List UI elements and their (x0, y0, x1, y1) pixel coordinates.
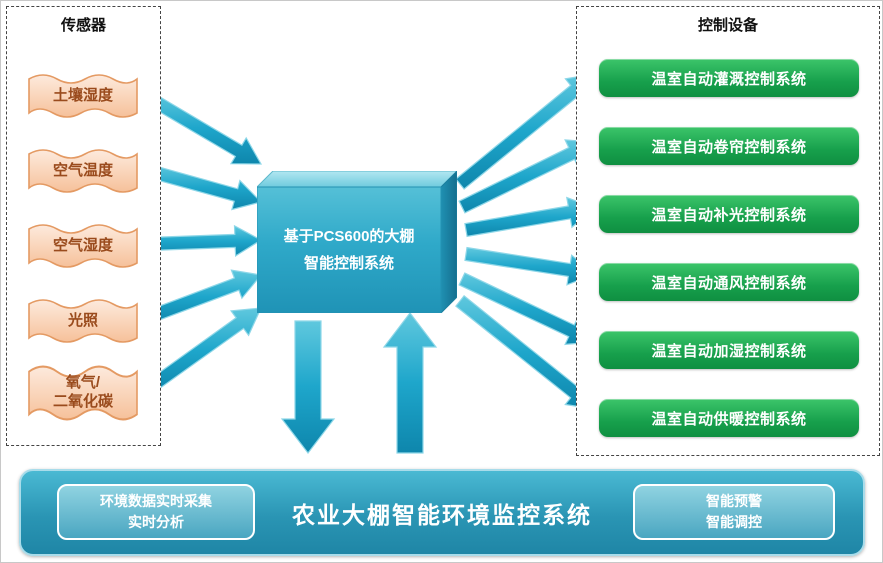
device-label: 温室自动补光控制系统 (651, 206, 807, 224)
controller-label: 基于PCS600的大棚 智能控制系统 (283, 228, 415, 272)
flow-arrow (455, 73, 596, 190)
wave-shape (28, 299, 138, 343)
device-box-irrigation: 温室自动灌溉控制系统 (599, 59, 859, 97)
devices-panel-title: 控制设备 (697, 17, 758, 34)
sensor-label: 光照 (67, 311, 98, 329)
controller-box: 基于PCS600的大棚 智能控制系统 (257, 171, 457, 313)
device-label: 温室自动供暖控制系统 (651, 410, 807, 428)
device-label: 温室自动灌溉控制系统 (651, 70, 807, 88)
flow-arrow (148, 224, 263, 257)
flow-arrow (145, 269, 263, 324)
footer-bar: 农业大棚智能环境监控系统 环境数据实时采集 实时分析 智能预警 智能调控 (19, 469, 865, 556)
device-box-humidification: 温室自动加湿控制系统 (599, 331, 859, 369)
flow-arrow (455, 295, 596, 410)
devices-panel: 控制设备 温室自动灌溉控制系统 温室自动卷帘控制系统 温室自动补光控制系统 温室… (576, 6, 880, 456)
footer-title: 农业大棚智能环境监控系统 (292, 501, 592, 528)
device-label: 温室自动加湿控制系统 (651, 342, 807, 360)
wave-shape (28, 224, 138, 268)
sensor-box-light: 光照 (26, 294, 140, 348)
wave-shape (28, 74, 138, 118)
flow-arrow (458, 272, 597, 346)
flow-arrow (458, 139, 597, 214)
flow-arrow (146, 163, 263, 211)
sensor-box-air-temperature: 空气温度 (26, 144, 140, 198)
device-box-shutter: 温室自动卷帘控制系统 (599, 127, 859, 165)
flow-arrow (280, 320, 336, 454)
flow-arrow (144, 307, 262, 395)
device-label: 温室自动通风控制系统 (651, 274, 807, 292)
sensor-label: 空气湿度 (52, 236, 113, 254)
sensors-panel-title: 传感器 (60, 17, 106, 34)
wave-shape (28, 149, 138, 193)
device-box-supplement-light: 温室自动补光控制系统 (599, 195, 859, 233)
sensor-box-soil-moisture: 土壤湿度 (26, 69, 140, 123)
sensor-label: 土壤湿度 (52, 86, 113, 104)
footer-right-badge: 智能预警 智能调控 (633, 484, 835, 540)
footer-left-badge: 环境数据实时采集 实时分析 (57, 484, 255, 540)
sensor-label: 空气温度 (52, 161, 113, 179)
flow-arrow (144, 91, 263, 165)
sensors-panel: 传感器 土壤湿度 空气温度 空气湿度 (6, 6, 161, 446)
wave-shape (28, 365, 138, 421)
controller-3d-shape (257, 171, 457, 313)
sensor-box-oxygen-co2: 氧气/ 二氧化碳 (26, 359, 140, 427)
device-box-ventilation: 温室自动通风控制系统 (599, 263, 859, 301)
device-box-heating: 温室自动供暖控制系统 (599, 399, 859, 437)
sensor-box-air-humidity: 空气湿度 (26, 219, 140, 273)
flow-arrow (382, 312, 438, 454)
sensor-label: 氧气/ 二氧化碳 (52, 374, 113, 410)
device-label: 温室自动卷帘控制系统 (651, 138, 807, 156)
